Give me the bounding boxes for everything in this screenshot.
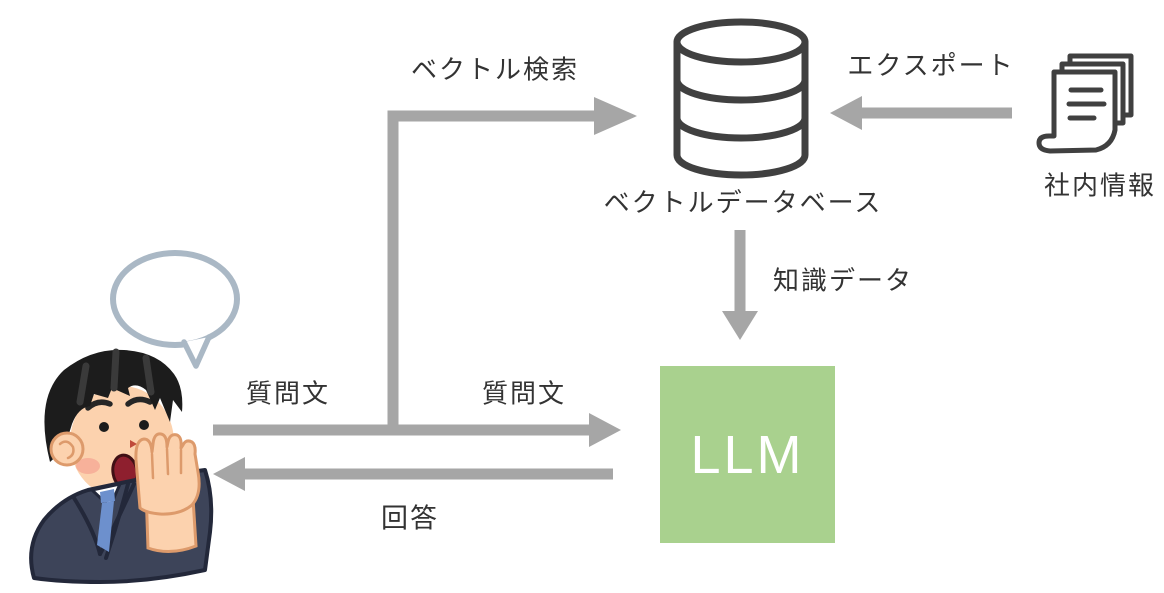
label-question-left: 質問文 [245, 378, 331, 409]
export-arrow [830, 96, 1012, 130]
label-knowledge-data: 知識データ [772, 265, 914, 296]
person-illustration [29, 348, 214, 584]
label-vector-database: ベクトルデータベース [603, 187, 883, 218]
speech-bubble-icon [110, 250, 240, 369]
label-vector-search: ベクトル検索 [410, 54, 580, 85]
label-internal-info: 社内情報 [1043, 170, 1157, 201]
database-icon [673, 18, 809, 179]
answer-arrow [213, 457, 613, 491]
llm-label: LLM [690, 424, 805, 485]
question-arrow [213, 413, 621, 447]
llm-node: LLM [660, 366, 835, 543]
label-question-right: 質問文 [481, 378, 567, 409]
documents-icon [1036, 53, 1134, 154]
knowledge-data-arrow [722, 230, 758, 340]
vector-search-arrow [387, 97, 637, 434]
label-export: エクスポート [847, 50, 1015, 81]
label-answer: 回答 [381, 503, 439, 534]
